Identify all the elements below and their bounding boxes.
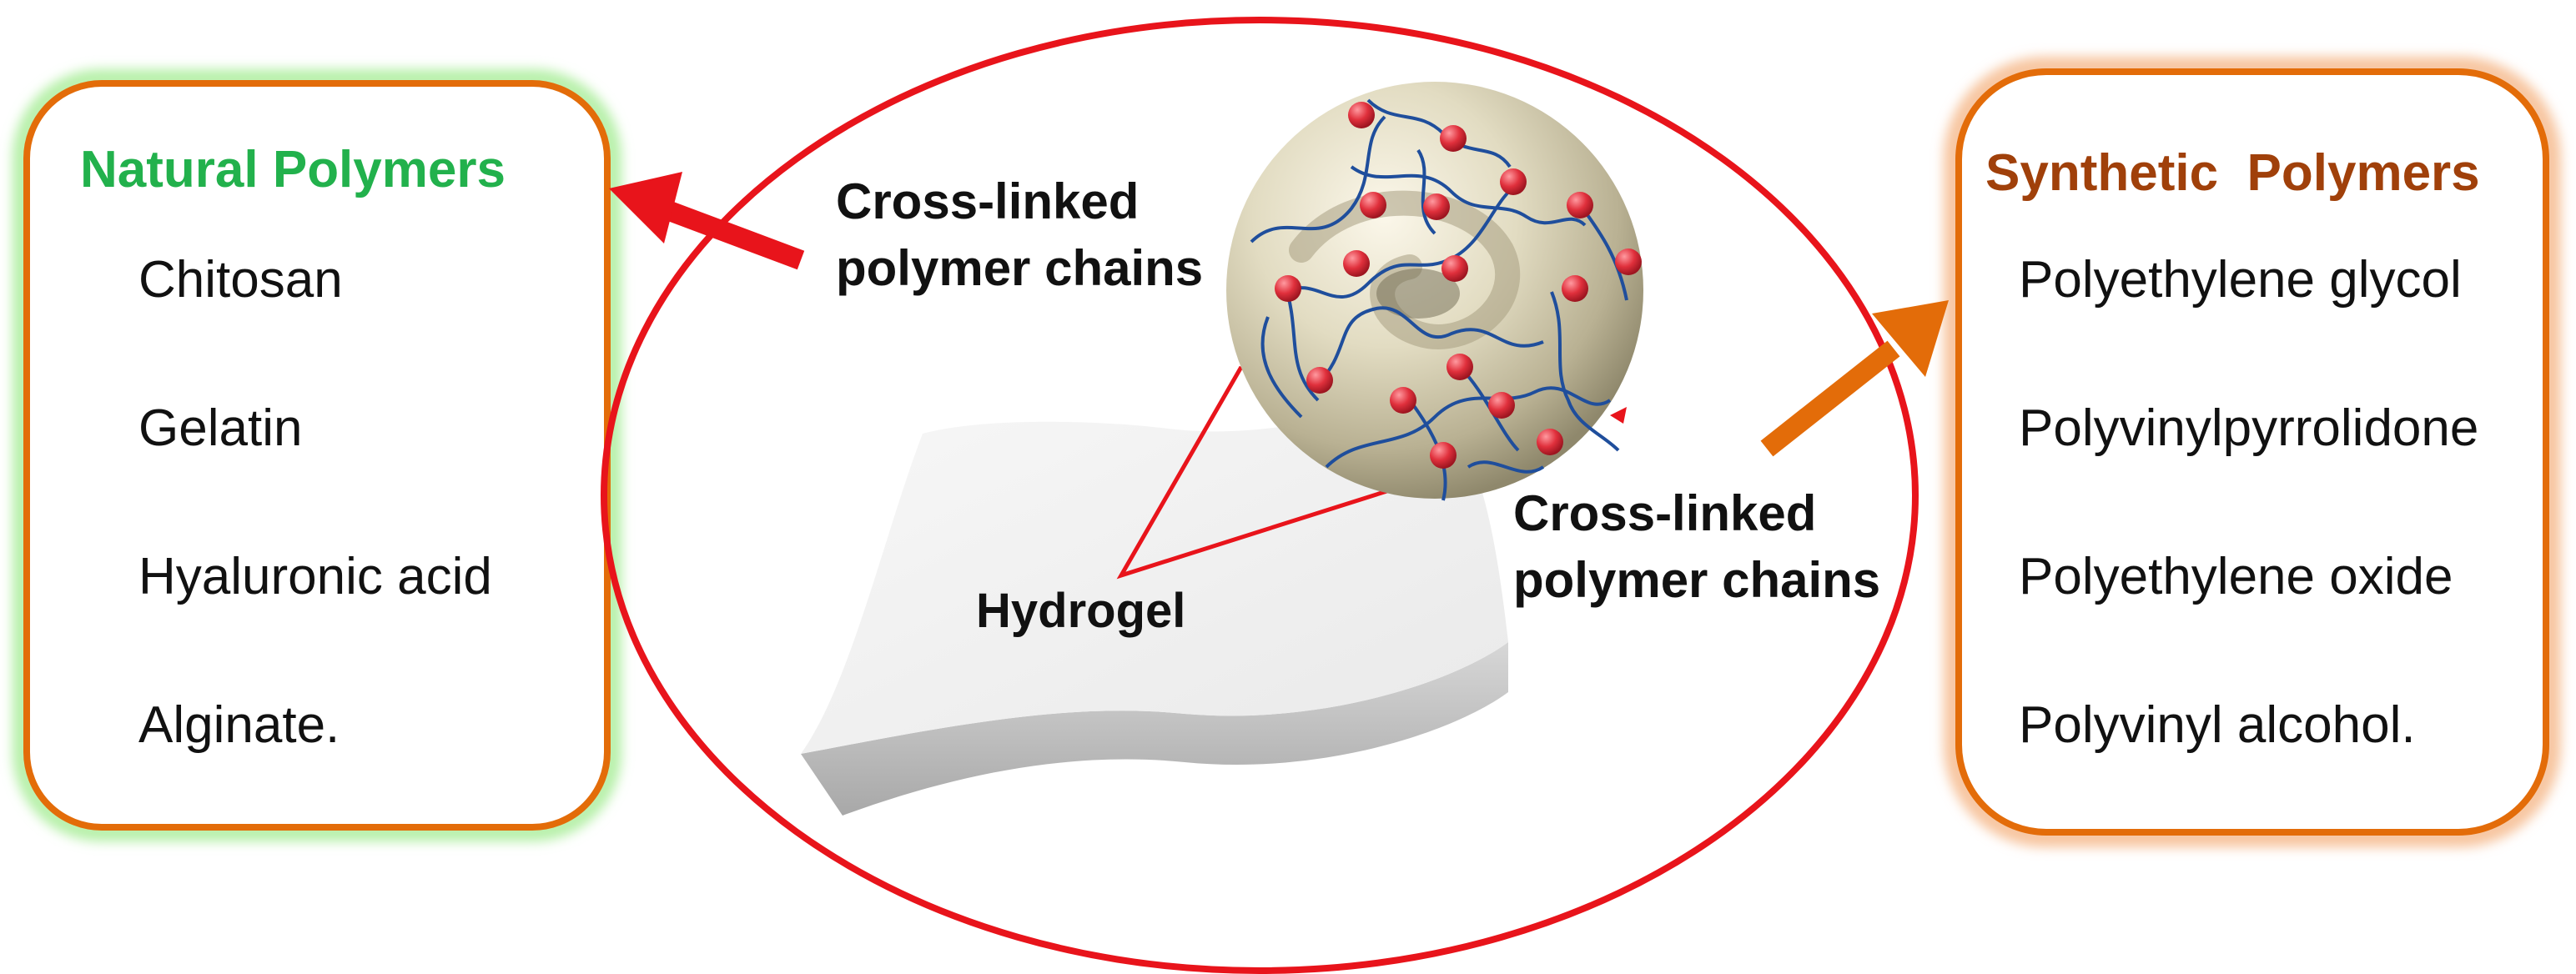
crosslinked-label-top-line2: polymer chains [836, 240, 1203, 296]
zoom-pointer-tip [1610, 407, 1627, 424]
natural-box-glow [13, 69, 621, 841]
crosslinked-label-right-line1: Cross-linked [1513, 485, 1816, 541]
polymer-network-sphere-icon [1226, 82, 1643, 501]
synthetic-polymers-title: Synthetic Polymers [1985, 144, 2480, 202]
synthetic-box-glow [1944, 57, 2561, 847]
crosslinked-label-right-line2: polymer chains [1513, 552, 1880, 608]
zoom-pointer-lines [1116, 365, 1396, 580]
hydrogel-label: Hydrogel [976, 584, 1185, 638]
natural-polymers-box: Natural Polymers Chitosan Gelatin Hyalur… [13, 69, 621, 841]
synthetic-item-pva: Polyvinyl alcohol. [2019, 696, 2416, 754]
natural-item-gelatin: Gelatin [138, 399, 302, 457]
natural-item-alginate: Alginate. [138, 696, 340, 754]
natural-item-hyaluronic-acid: Hyaluronic acid [138, 548, 492, 605]
arrow-to-natural-icon [609, 172, 805, 270]
arrow-to-synthetic-icon [1760, 300, 1949, 457]
crosslinked-label-top-line1: Cross-linked [836, 173, 1139, 229]
synthetic-polymers-box: Synthetic Polymers Polyethylene glycol P… [1944, 57, 2561, 847]
synthetic-box-border [1955, 68, 2549, 836]
hydrogel-slab-icon [801, 409, 1508, 816]
central-ellipse [601, 17, 1919, 974]
synthetic-item-peo: Polyethylene oxide [2019, 548, 2453, 605]
natural-item-chitosan: Chitosan [138, 251, 343, 309]
natural-polymers-title: Natural Polymers [80, 141, 506, 198]
synthetic-item-peg: Polyethylene glycol [2019, 251, 2462, 309]
synthetic-item-pvp: Polyvinylpyrrolidone [2019, 399, 2478, 457]
